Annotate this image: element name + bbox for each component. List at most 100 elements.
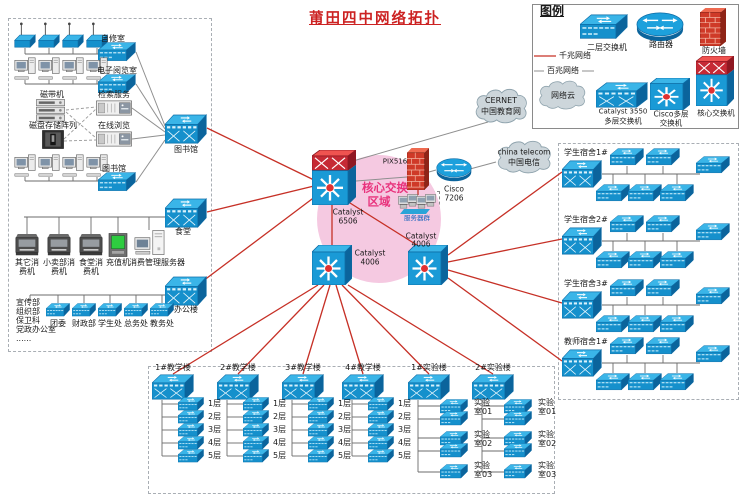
teach2-switch [217, 374, 259, 400]
switch2-icon [628, 315, 662, 333]
ereading-switch [98, 74, 136, 94]
recharge-machine [108, 233, 128, 257]
diagram-label: 4006 [411, 239, 431, 249]
switch2-icon [660, 315, 694, 333]
switch2-icon [440, 411, 468, 426]
diagram-label: 党政办公室 [16, 325, 56, 334]
diagram-label: 充值机 [106, 258, 130, 267]
tape-drive [36, 99, 66, 122]
switch2-icon [628, 251, 662, 269]
switch2-icon [646, 279, 680, 297]
page-title: 莆田四中网络拓扑 [309, 11, 441, 27]
diagram-label: 服务器群 [404, 213, 430, 222]
diagram-label: 在线浏览 [98, 121, 130, 130]
diagram-label: 5层 [338, 451, 352, 460]
switch2-icon [440, 443, 468, 458]
cernet-cloud [472, 88, 530, 124]
diagram-label: 防火墙 [702, 46, 726, 55]
diagram-label: 4层 [398, 438, 412, 447]
dorm3-switch [562, 291, 602, 319]
diagram-label: 消费管理服务器 [129, 258, 185, 267]
diagram-label: 3层 [338, 425, 352, 434]
diagram-label: 2层 [208, 412, 222, 421]
legend-catalyst3550-icon [596, 82, 648, 108]
switch2-icon [72, 303, 96, 317]
diagram-label: 2层 [273, 412, 287, 421]
diagram-label: 1#实验楼 [411, 363, 447, 372]
diagram-label: 教师宿舍1# [564, 337, 608, 346]
core-switch-catalyst6506 [312, 150, 356, 205]
search-service-server [96, 100, 132, 116]
ap-icon [38, 22, 60, 48]
diagram-label: 费机 [19, 267, 35, 276]
diagram-label: Cisco多层 [653, 109, 689, 119]
diagram-label: 总务处 [124, 319, 148, 328]
switch2-icon [368, 397, 394, 411]
diagram-label: 图例 [540, 4, 565, 18]
legend-layer2-switch-icon [580, 14, 628, 40]
diagram-label: 中国教育网 [481, 107, 521, 116]
diagram-label: 财政部 [72, 319, 96, 328]
dorm2-switch [562, 227, 602, 255]
switch2-icon [243, 423, 269, 437]
diagram-label: 磁盘存储阵列 [29, 121, 77, 130]
diagram-label: 磁带机 [40, 90, 64, 99]
diagram-label: 网络云 [551, 91, 575, 100]
diagram-label: 学生宿舍3# [564, 279, 608, 288]
minisrv-icon [425, 194, 436, 207]
diagram-label: 4层 [273, 438, 287, 447]
diagram-label: 5层 [398, 451, 412, 460]
diagram-label: 路由器 [649, 40, 673, 49]
switch2-icon [308, 436, 334, 450]
pc-icon [14, 154, 36, 177]
posdevice-icon [14, 234, 40, 256]
switch2-icon [368, 410, 394, 424]
dorm1-switch [562, 160, 602, 188]
diagram-label: 实验 [538, 461, 554, 470]
pc-icon [86, 154, 108, 177]
switch2-icon [660, 184, 694, 202]
legend-cloud-icon [536, 80, 588, 110]
diagram-label: 食堂消 [79, 258, 103, 267]
diagram-label: 检索服务 [98, 90, 130, 99]
diagram-label: 1层 [338, 399, 352, 408]
diagram-label: 5层 [208, 451, 222, 460]
switch2-icon [178, 410, 204, 424]
switch2-icon [504, 443, 532, 458]
switch2-icon [504, 399, 532, 414]
switch2-icon [178, 449, 204, 463]
diagram-label: 2#教学楼 [220, 363, 256, 372]
switch2-icon [596, 184, 630, 202]
diagram-label: 小卖部消 [43, 258, 75, 267]
switch2-icon [646, 337, 680, 355]
diagram-label: 室01 [538, 407, 557, 416]
selfstudy-switch [98, 42, 136, 62]
diagram-label: 中国电信 [508, 158, 540, 167]
diagram-label: 7206 [444, 193, 464, 203]
diagram-label: 团委 [50, 319, 66, 328]
switch2-icon [178, 397, 204, 411]
switch2-icon [660, 251, 694, 269]
switch2-icon [696, 223, 730, 241]
legend-cisco-multilayer-icon [650, 78, 690, 110]
switch2-icon [243, 436, 269, 450]
router-cisco7206 [436, 158, 472, 182]
switch2-icon [696, 345, 730, 363]
diagram-label: 电子阅览室 [97, 66, 137, 75]
switch2-icon [98, 303, 122, 317]
diagram-label: 3#教学楼 [285, 363, 321, 372]
switch2-icon [178, 423, 204, 437]
diagram-label: 实验 [474, 430, 490, 439]
diagram-label: 核心交换 [362, 180, 408, 195]
posdevice-icon [46, 234, 72, 256]
pc-icon [38, 57, 60, 80]
canteen-switch [165, 198, 207, 228]
switch2-icon [596, 373, 630, 391]
diagram-label: 学生宿舍1# [564, 148, 608, 157]
switch2-icon [596, 251, 630, 269]
diagram-label: 实验 [538, 430, 554, 439]
diagram-label: 3层 [398, 425, 412, 434]
switch2-icon [504, 411, 532, 426]
bluebase-icon [400, 209, 430, 214]
